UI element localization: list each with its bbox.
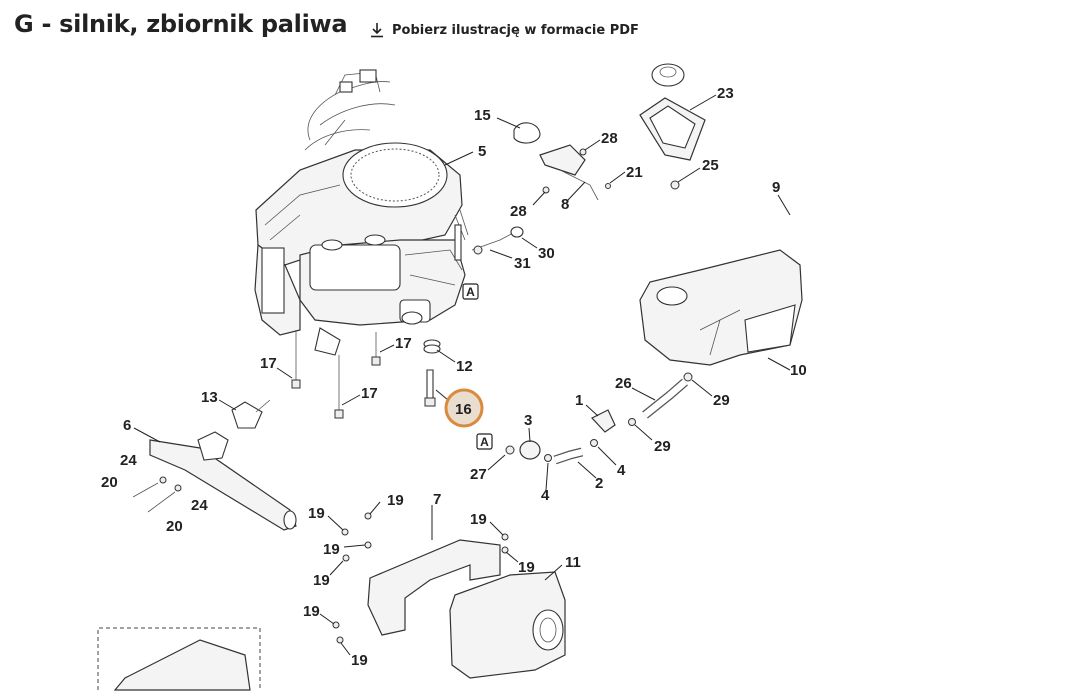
callout-29[interactable]: 29 (713, 392, 730, 409)
reference-marker-a-fuel-line[interactable]: A (476, 433, 493, 450)
callout-9[interactable]: 9 (772, 179, 780, 196)
callout-11[interactable]: 11 (565, 554, 581, 571)
callout-labels: 5 15 28 21 28 8 30 31 23 25 9 10 29 26 1… (101, 85, 807, 669)
callout-4[interactable]: 4 (617, 462, 626, 479)
callout-19[interactable]: 19 (387, 492, 404, 509)
callout-17[interactable]: 17 (361, 385, 378, 402)
callout-19[interactable]: 19 (308, 505, 325, 522)
callout-17[interactable]: 17 (260, 355, 277, 372)
callout-28[interactable]: 28 (510, 203, 527, 220)
callout-20[interactable]: 20 (166, 518, 183, 535)
callout-19[interactable]: 19 (303, 603, 320, 620)
callout-24[interactable]: 24 (120, 452, 137, 469)
callout-27[interactable]: 27 (470, 466, 487, 483)
callout-10[interactable]: 10 (790, 362, 807, 379)
callout-19[interactable]: 19 (351, 652, 368, 669)
svg-text:A: A (480, 435, 489, 449)
parts-diagram: A A 5 15 28 21 28 8 30 31 23 25 9 10 29 … (97, 63, 809, 691)
engine-drawing (254, 69, 469, 356)
callout-16[interactable]: 16 (455, 401, 472, 418)
callout-5[interactable]: 5 (478, 143, 486, 160)
callout-15[interactable]: 15 (474, 107, 491, 124)
callout-24[interactable]: 24 (191, 497, 208, 514)
callout-6[interactable]: 6 (123, 417, 131, 434)
download-icon (371, 23, 383, 38)
callout-31[interactable]: 31 (514, 255, 531, 272)
svg-text:A: A (466, 285, 475, 299)
callout-19[interactable]: 19 (313, 572, 330, 589)
callout-2[interactable]: 2 (595, 475, 603, 492)
throttle-bracket-drawing (471, 122, 611, 255)
callout-3[interactable]: 3 (524, 412, 532, 429)
callout-4[interactable]: 4 (541, 487, 550, 504)
download-pdf-link[interactable]: Pobierz ilustrację w formacie PDF (370, 22, 639, 38)
selected-callout-highlight[interactable] (444, 388, 484, 428)
callout-20[interactable]: 20 (101, 474, 118, 491)
callout-12[interactable]: 12 (456, 358, 473, 375)
bolts-drawing (291, 330, 441, 419)
download-pdf-label: Pobierz ilustrację w formacie PDF (392, 22, 639, 38)
detail-box (97, 627, 261, 691)
callout-28[interactable]: 28 (601, 130, 618, 147)
reference-marker-a-engine[interactable]: A (462, 283, 479, 300)
fuel-tank-drawing (639, 63, 809, 382)
callout-19[interactable]: 19 (518, 559, 535, 576)
callout-13[interactable]: 13 (201, 389, 218, 406)
leader-lines (133, 94, 791, 656)
callout-21[interactable]: 21 (626, 164, 643, 181)
fuel-lines-drawing (505, 378, 688, 465)
callout-1[interactable]: 1 (575, 392, 583, 409)
callout-17[interactable]: 17 (395, 335, 412, 352)
callout-7[interactable]: 7 (433, 491, 441, 508)
callout-30[interactable]: 30 (538, 245, 555, 262)
exhaust-drawing (132, 399, 566, 679)
callout-8[interactable]: 8 (561, 196, 569, 213)
callout-23[interactable]: 23 (717, 85, 734, 102)
page-title: G - silnik, zbiornik paliwa (14, 10, 348, 38)
callout-29[interactable]: 29 (654, 438, 671, 455)
callout-25[interactable]: 25 (702, 157, 719, 174)
callout-26[interactable]: 26 (615, 375, 632, 392)
callout-19[interactable]: 19 (470, 511, 487, 528)
callout-19[interactable]: 19 (323, 541, 340, 558)
